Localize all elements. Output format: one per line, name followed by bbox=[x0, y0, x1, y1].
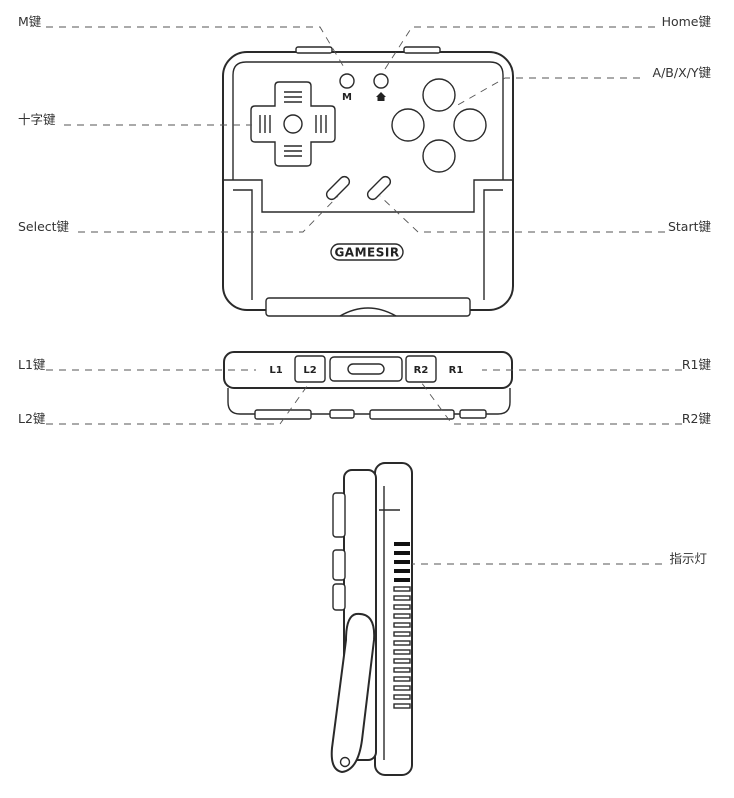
lower-bump-4 bbox=[459, 409, 487, 419]
logo-badge bbox=[330, 243, 404, 261]
label-l1-key: L1键 bbox=[18, 357, 46, 372]
usb-c-port bbox=[347, 363, 385, 375]
lower-bump-2 bbox=[329, 409, 355, 419]
abxy-buttons bbox=[391, 78, 487, 173]
side-vents bbox=[393, 542, 411, 709]
label-start-key: Start键 bbox=[668, 219, 712, 234]
front-top-panel bbox=[232, 61, 504, 180]
top-edge-bump-right bbox=[403, 46, 441, 54]
l2-button-label: L2 bbox=[303, 365, 316, 376]
r2-button-label: R2 bbox=[414, 365, 429, 376]
top-body-lower bbox=[227, 388, 511, 415]
side-view bbox=[330, 462, 413, 776]
label-l2-key: L2键 bbox=[18, 411, 46, 426]
l1-button-label: L1 bbox=[269, 365, 282, 376]
front-body bbox=[222, 51, 514, 311]
kickstand-pivot bbox=[339, 756, 351, 768]
callout-labels: M键 Home键 A/B/X/Y键 十字键 Select键 Start键 L1键… bbox=[18, 14, 711, 566]
side-button-2 bbox=[332, 549, 346, 581]
label-r2-key: R2键 bbox=[682, 411, 712, 426]
select-button bbox=[325, 175, 351, 201]
bottom-notch bbox=[339, 307, 397, 317]
m-button bbox=[339, 73, 355, 89]
m-button-label: M bbox=[342, 92, 352, 103]
front-grip-left bbox=[233, 189, 253, 300]
label-indicator: 指示灯 bbox=[669, 551, 707, 566]
side-button-1 bbox=[332, 492, 346, 538]
leader-lines bbox=[46, 26, 682, 565]
dpad-icon bbox=[250, 81, 336, 167]
label-abxy-keys: A/B/X/Y键 bbox=[653, 65, 712, 80]
side-seam bbox=[379, 486, 400, 760]
kickstand bbox=[330, 612, 376, 774]
side-button-3 bbox=[332, 583, 346, 611]
bottom-slot bbox=[265, 297, 471, 317]
home-button bbox=[373, 73, 389, 89]
r2-button bbox=[405, 355, 437, 383]
lower-bump-3 bbox=[369, 409, 455, 420]
label-home-key: Home键 bbox=[662, 14, 712, 29]
l2-button bbox=[294, 355, 326, 383]
label-r1-key: R1键 bbox=[682, 357, 712, 372]
label-dpad: 十字键 bbox=[18, 112, 56, 127]
top-view: L2 L1 R2 R1 bbox=[223, 351, 513, 420]
label-m-key: M键 bbox=[18, 14, 42, 29]
front-view: M GAMESIR bbox=[222, 46, 514, 317]
label-select-key: Select键 bbox=[18, 219, 70, 234]
brand-logo: GAMESIR bbox=[334, 246, 399, 260]
front-grip-line bbox=[223, 179, 513, 213]
front-grip-right bbox=[483, 189, 503, 300]
r1-button-label: R1 bbox=[449, 365, 464, 376]
start-button bbox=[366, 175, 392, 201]
top-edge-bump-left bbox=[295, 46, 333, 54]
home-icon bbox=[376, 92, 386, 101]
lower-bump-1 bbox=[254, 409, 312, 420]
